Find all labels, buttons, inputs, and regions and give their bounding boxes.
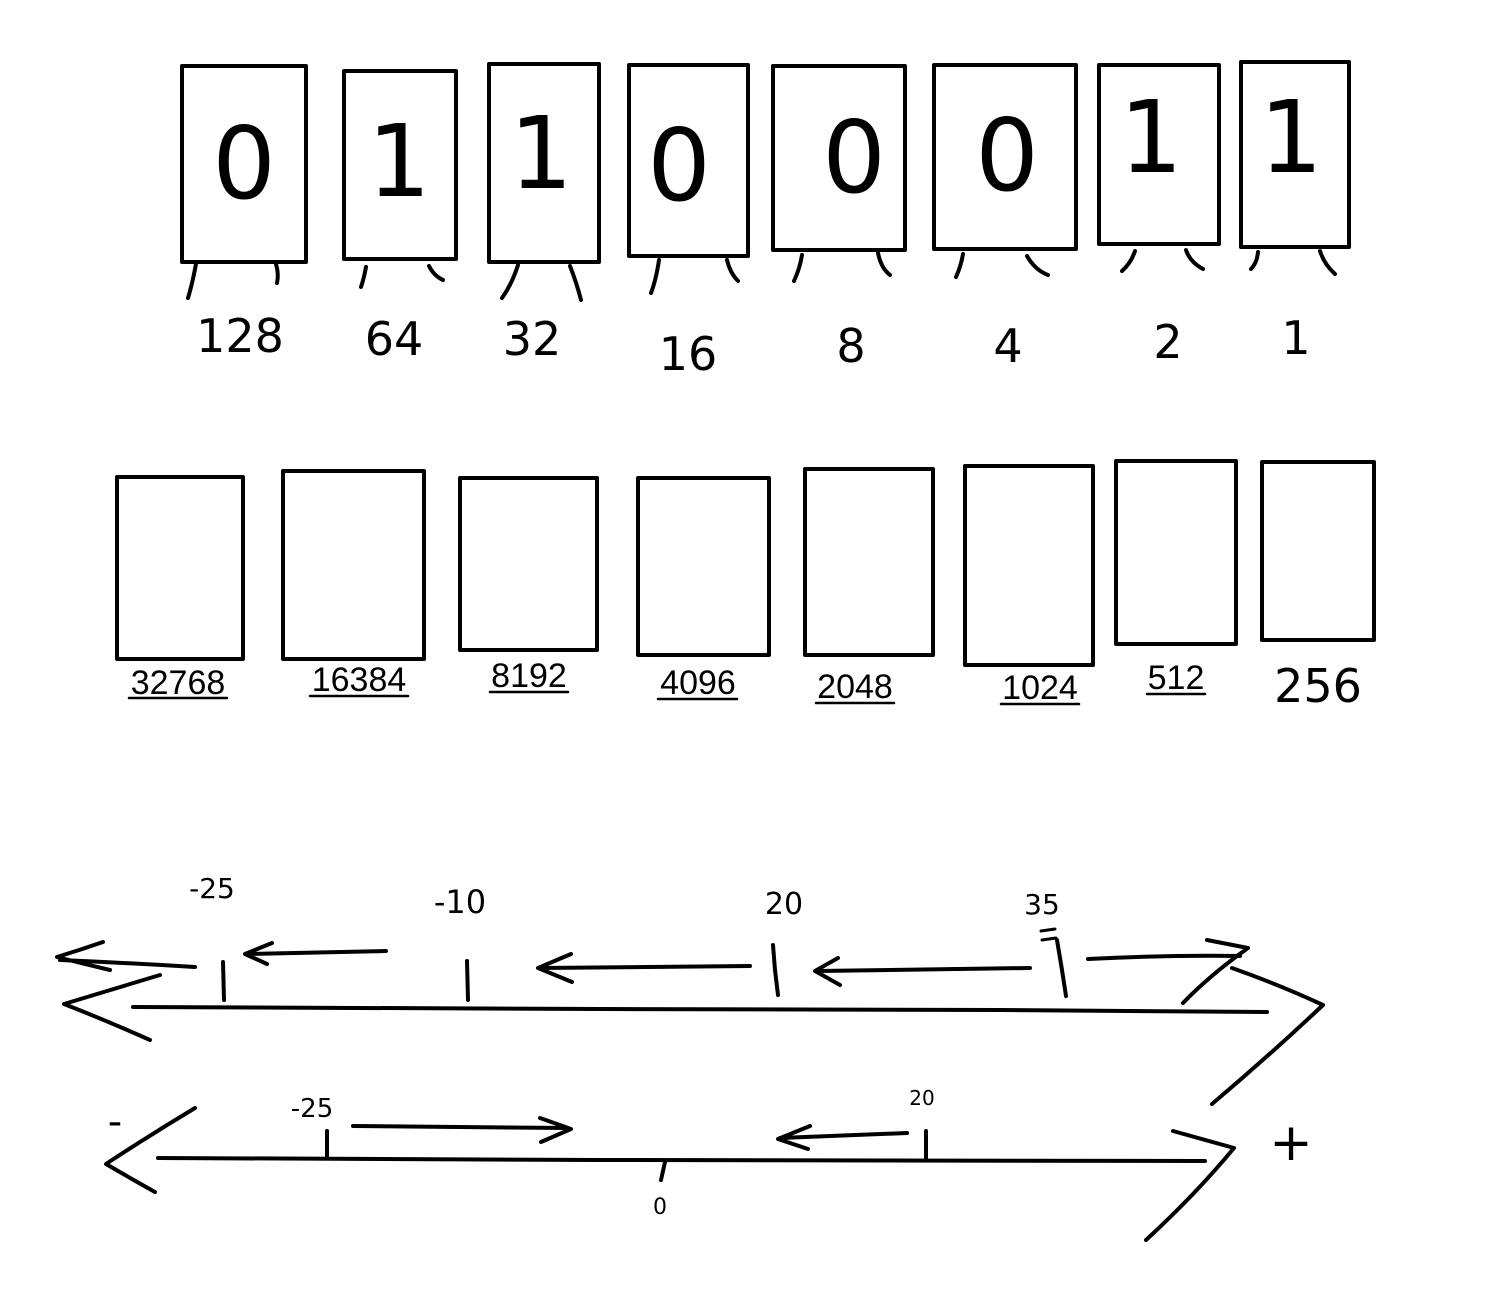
middle-place-values: 32768 16384 8192 4096 2048 1024 512 256 (131, 657, 1362, 713)
equals-mark (1039, 927, 1058, 942)
bit-digit: 0 (822, 99, 886, 216)
place-value-label: 64 (365, 312, 424, 366)
empty-box-256 (1260, 460, 1376, 642)
bit-box-2 (1097, 63, 1221, 273)
right-arrowhead-lower (1210, 966, 1325, 1106)
right-arrowhead-upper (1086, 938, 1250, 1005)
bit-box-16 (627, 63, 750, 295)
arrow-left-20-to-0 (776, 1124, 909, 1151)
tick-label: 20 (765, 887, 803, 922)
top-bit-digits: 0 1 1 0 0 0 1 1 (212, 79, 1323, 224)
bit-box-128 (180, 64, 308, 300)
zero-tick (659, 1160, 667, 1182)
tick-label: -25 (189, 872, 235, 905)
arrow-left-10-to-25 (243, 941, 388, 966)
bit-digit: 1 (1259, 79, 1323, 196)
bit-box-8 (771, 64, 907, 283)
number-line-bottom-axis (156, 1156, 1207, 1163)
tick-mark (1055, 938, 1068, 998)
left-arrowhead-bottom (104, 1106, 197, 1194)
zero-label: 0 (653, 1195, 667, 1220)
place-value-label: 512 (1148, 659, 1205, 697)
place-value-label: 1 (1281, 311, 1310, 365)
tick-mark (771, 943, 780, 997)
number-line-top (55, 927, 1325, 1106)
place-value-label: 16384 (312, 661, 407, 699)
minus-sign: - (108, 1099, 122, 1145)
bit-box-4 (932, 63, 1078, 279)
empty-box-8192 (458, 476, 599, 652)
number-line-bottom (104, 1106, 1236, 1242)
arrow-left-20-to-10 (536, 952, 752, 984)
place-value-label: 32768 (131, 664, 226, 702)
place-value-label: 4 (993, 319, 1022, 373)
tick-label: -25 (291, 1094, 333, 1124)
empty-box-32768 (115, 475, 245, 661)
place-value-label: 32 (503, 312, 562, 366)
place-value-label: 16 (659, 327, 718, 381)
arrow-left-35-to-20 (813, 956, 1032, 987)
tick-label: -10 (434, 883, 486, 921)
top-place-values: 128 64 32 16 8 4 2 1 (196, 309, 1311, 381)
empty-box-2048 (803, 467, 935, 657)
top-bit-row (180, 60, 1351, 302)
bit-digit: 1 (1119, 79, 1183, 196)
bit-box-64 (342, 69, 458, 289)
left-arrowhead-inner (62, 973, 162, 1042)
middle-box-row (115, 459, 1376, 667)
empty-box-16384 (281, 469, 426, 661)
number-line-bottom-labels: -25 20 0 - + (108, 1086, 1313, 1220)
tick-mark (221, 960, 226, 1002)
plus-sign: + (1269, 1113, 1313, 1173)
right-arrowhead-bottom (1144, 1129, 1236, 1242)
bit-box-32 (487, 62, 601, 302)
bit-digit: 0 (975, 97, 1039, 214)
place-value-label: 4096 (660, 664, 736, 702)
tick-mark (465, 959, 470, 1002)
bit-digit: 1 (367, 103, 431, 220)
tick-label: 20 (909, 1086, 934, 1110)
bit-digit: 0 (647, 107, 711, 224)
place-value-label: 8192 (491, 657, 567, 695)
place-value-label: 8 (836, 319, 865, 373)
bit-box-1 (1239, 60, 1351, 276)
place-value-label: 256 (1274, 659, 1362, 713)
bit-digit: 1 (509, 95, 573, 212)
label-underlines (127, 690, 1207, 706)
place-value-label: 2 (1153, 315, 1182, 369)
tick-label: 35 (1024, 888, 1060, 921)
empty-box-4096 (636, 476, 771, 657)
left-arrowhead-outer (55, 940, 197, 972)
place-value-label: 1024 (1002, 669, 1078, 707)
place-value-label: 2048 (817, 668, 893, 706)
number-line-top-labels: -25 -10 20 35 (189, 872, 1060, 922)
place-value-label: 128 (196, 309, 284, 363)
number-line-top-axis (131, 1005, 1269, 1014)
bit-digit: 0 (212, 105, 276, 222)
empty-box-1024 (963, 464, 1095, 667)
empty-box-512 (1114, 459, 1238, 646)
arrow-right-25-to-0 (351, 1116, 573, 1144)
